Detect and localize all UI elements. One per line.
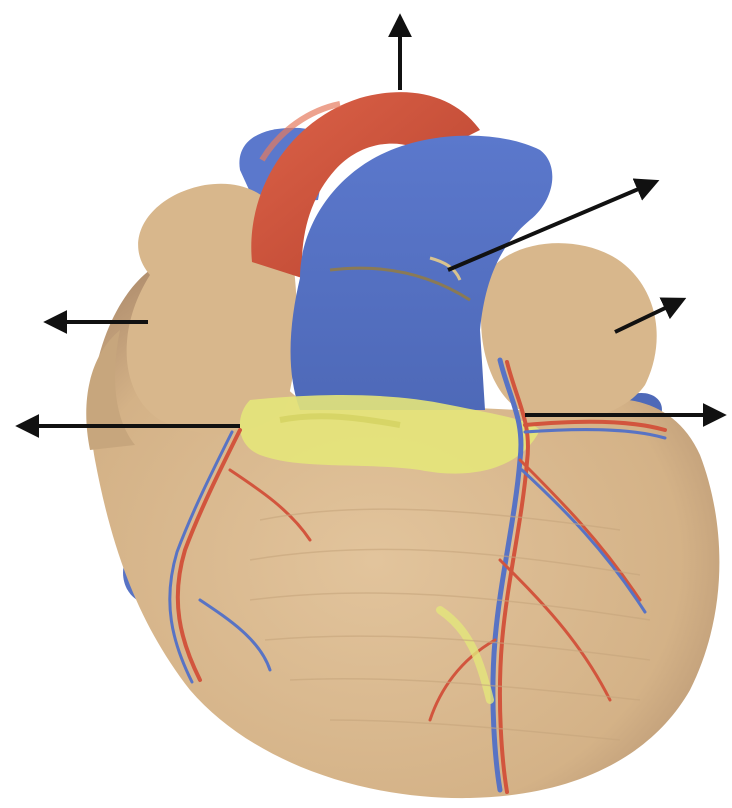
left-auricle	[481, 243, 657, 420]
